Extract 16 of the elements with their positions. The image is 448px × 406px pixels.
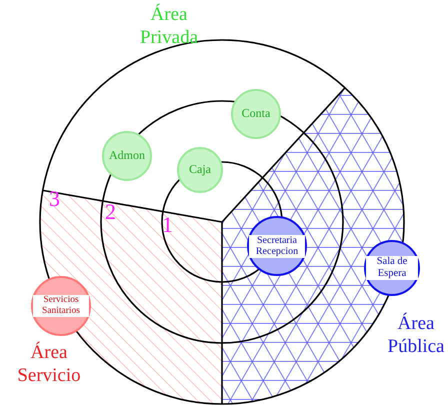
room-label: Secretaria Recepcion bbox=[249, 234, 305, 258]
room-label: Servicios Sanitarios bbox=[33, 295, 89, 317]
ring-number: 2 bbox=[105, 199, 116, 225]
room-circle bbox=[102, 131, 152, 181]
room-label: Admon bbox=[108, 149, 146, 163]
area-heading: Área Pública bbox=[386, 313, 446, 359]
area-heading: Área Privada bbox=[138, 4, 200, 50]
room-label: Caja bbox=[188, 163, 212, 177]
room-label: Conta bbox=[240, 107, 272, 121]
ring-number: 1 bbox=[162, 212, 173, 238]
room-circle bbox=[177, 147, 223, 193]
room-circle bbox=[31, 276, 91, 336]
room-label: Sala de Espera bbox=[366, 256, 418, 280]
room-circle bbox=[231, 89, 281, 139]
ring-number: 3 bbox=[49, 186, 60, 212]
area-heading: Área Servicio bbox=[16, 342, 82, 388]
